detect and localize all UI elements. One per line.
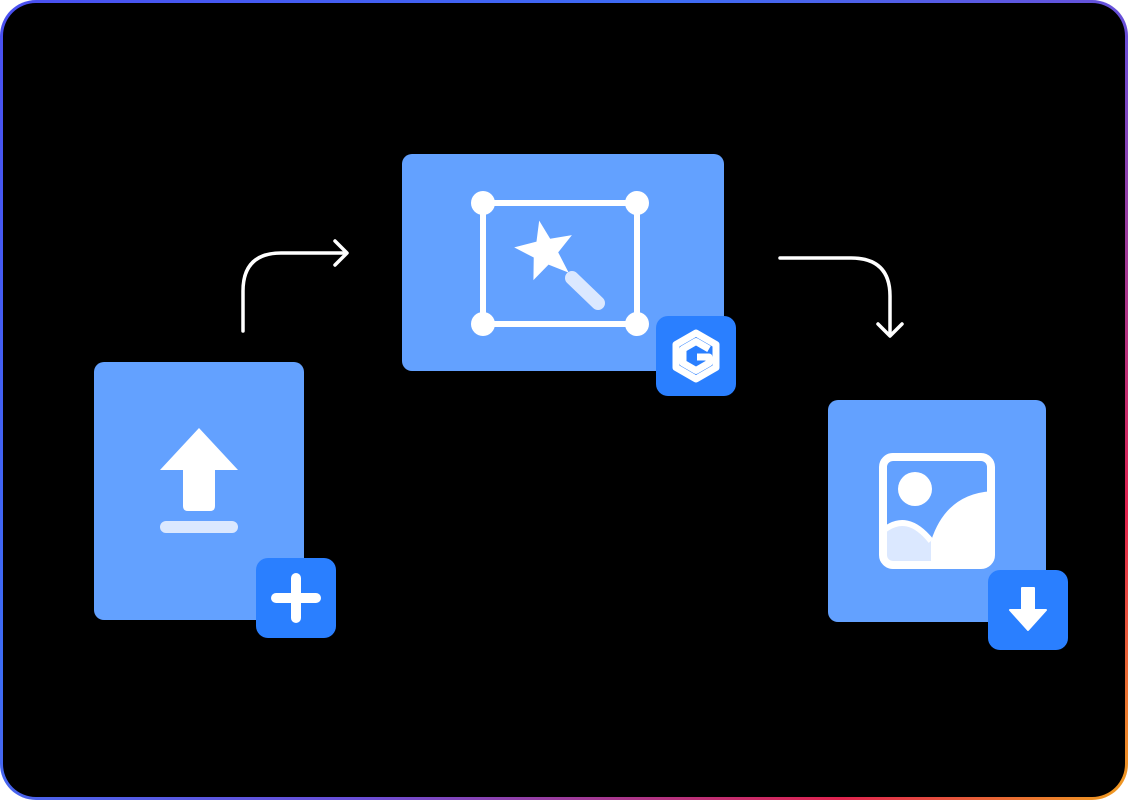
brand-logo-icon — [672, 329, 720, 383]
download-badge[interactable] — [988, 570, 1068, 650]
star-icon — [514, 220, 572, 281]
curved-arrow-right-icon — [241, 239, 349, 333]
plus-icon — [271, 573, 321, 623]
magic-wand-frame-icon — [471, 191, 649, 336]
upload-card[interactable] — [94, 362, 304, 620]
curved-arrow-down-icon — [778, 256, 904, 338]
upload-icon — [160, 428, 238, 533]
brand-badge[interactable] — [656, 316, 736, 396]
image-icon — [879, 453, 995, 569]
add-badge[interactable] — [256, 558, 336, 638]
workflow-canvas — [3, 3, 1125, 797]
download-arrow-icon — [1009, 587, 1047, 631]
